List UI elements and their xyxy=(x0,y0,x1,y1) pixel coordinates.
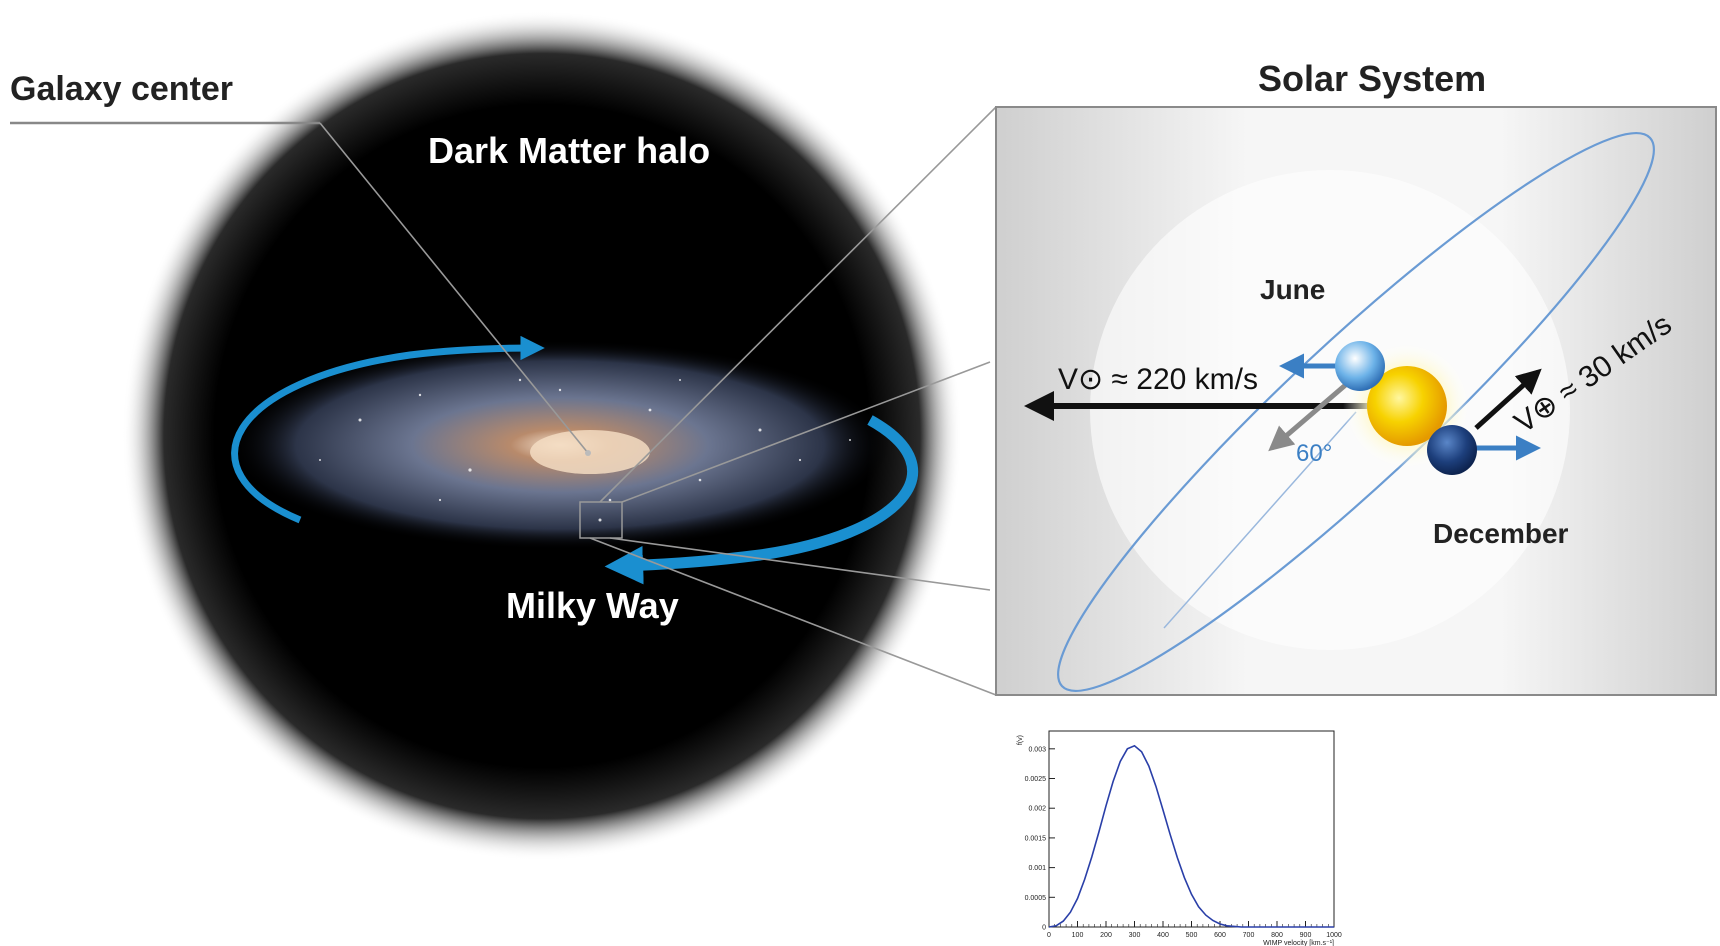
galaxy-center-label: Galaxy center xyxy=(10,70,234,108)
x-tick-label: 1000 xyxy=(1326,932,1342,939)
x-axis-title: WIMP velocity [km.s⁻¹] xyxy=(1263,940,1334,946)
x-tick-label: 100 xyxy=(1072,932,1084,939)
zoom-line-2 xyxy=(621,361,991,503)
earth-december xyxy=(1427,425,1477,475)
y-tick-label: 0.003 xyxy=(1028,746,1046,753)
orbit-arc-top xyxy=(231,335,545,524)
galaxy-stars xyxy=(319,378,851,522)
galaxy-center-dot xyxy=(585,450,591,456)
dark-matter-halo-label: Dark Matter halo xyxy=(428,130,711,171)
x-tick-label: 300 xyxy=(1129,932,1141,939)
june-label: June xyxy=(1260,274,1326,305)
x-tick-label: 500 xyxy=(1186,932,1198,939)
y-tick-label: 0.001 xyxy=(1028,865,1046,872)
y-tick-label: 0.0005 xyxy=(1025,895,1047,902)
projection-arrow xyxy=(1268,374,1358,452)
x-tick-label: 800 xyxy=(1271,932,1283,939)
earth-june xyxy=(1335,341,1385,391)
zoom-line-1 xyxy=(599,106,997,503)
y-tick-label: 0.0015 xyxy=(1025,835,1047,842)
x-tick-label: 400 xyxy=(1157,932,1169,939)
zoom-line-3 xyxy=(609,537,991,591)
sun-velocity-label: V⊙ ≈ 220 km/s xyxy=(1058,363,1258,396)
sun xyxy=(1367,366,1447,446)
x-tick-label: 0 xyxy=(1047,932,1051,939)
milky-way-label: Milky Way xyxy=(506,585,679,626)
chart-frame xyxy=(1048,730,1335,928)
solar-system-title: Solar System xyxy=(1258,58,1487,99)
x-tick-label: 600 xyxy=(1214,932,1226,939)
orbit-diameter xyxy=(1163,411,1357,629)
y-tick-label: 0.0025 xyxy=(1025,776,1047,783)
y-tick-label: 0 xyxy=(1042,925,1046,932)
x-tick-label: 900 xyxy=(1300,932,1312,939)
angle-label: 60° xyxy=(1296,440,1333,467)
december-label: December xyxy=(1433,518,1569,549)
galaxy-center-pointer xyxy=(319,122,589,454)
x-tick-label: 200 xyxy=(1100,932,1112,939)
panel-glow xyxy=(1090,170,1570,650)
earth-velocity-arrow xyxy=(1474,368,1542,430)
velocity-distribution-curve xyxy=(1048,744,1334,928)
y-tick-label: 0.002 xyxy=(1028,806,1046,813)
orbit-arc-bottom xyxy=(604,415,919,585)
velocity-distribution-chart: 0 100 200 300 400 500 600 700 800 900 1000 0 0.0005 0… xyxy=(1017,730,1342,946)
y-axis-title: f(v) xyxy=(1017,735,1024,745)
x-tick-label: 700 xyxy=(1243,932,1255,939)
zoom-line-4 xyxy=(589,537,997,696)
